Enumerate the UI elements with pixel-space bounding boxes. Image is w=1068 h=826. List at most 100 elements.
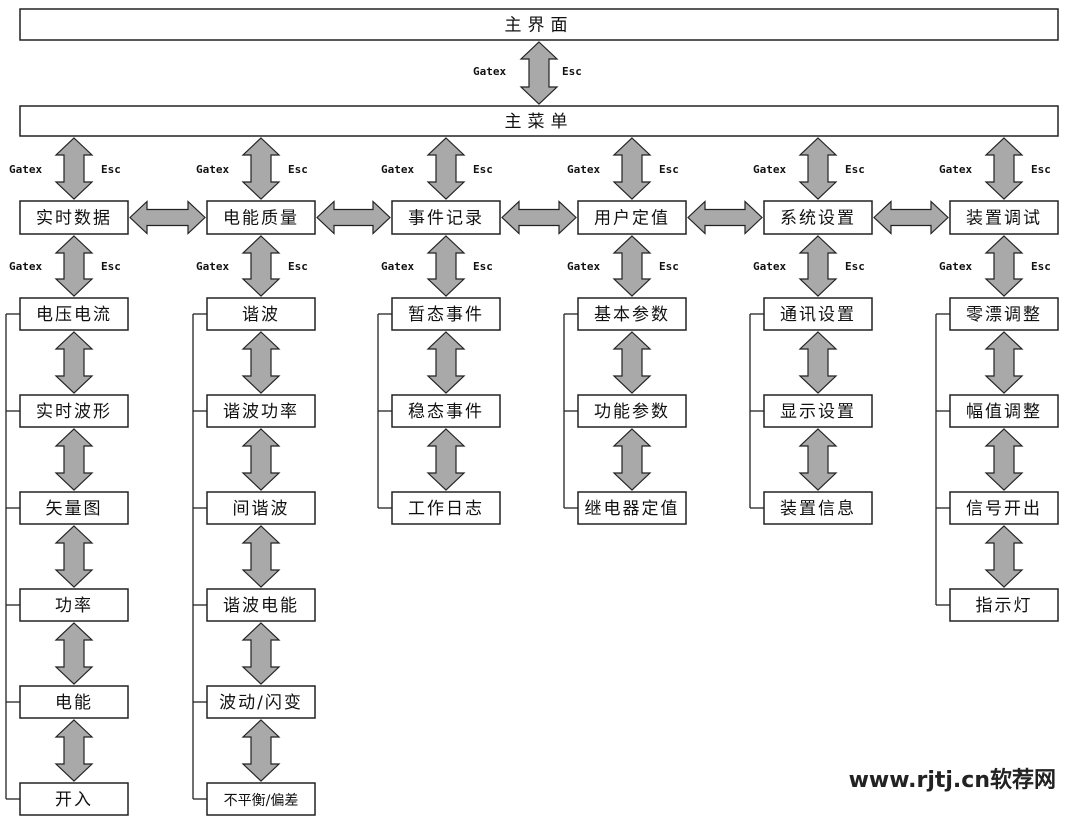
- arrow-category-link-1: [129, 200, 206, 235]
- arrow-category-link-5: [873, 200, 949, 235]
- arrow-between-items: [54, 331, 94, 394]
- arrow-category-to-item-1: [54, 235, 94, 297]
- arrow-between-items: [612, 428, 652, 491]
- category-box-5-label: 系统设置: [780, 209, 856, 229]
- submenu-item: 间谐波: [206, 491, 316, 525]
- label-esc-col6-top: Esc: [1031, 163, 1051, 176]
- submenu-item-frame: [391, 491, 501, 525]
- submenu-item-frame: [949, 588, 1059, 622]
- main-menu-bar-frame: [19, 105, 1059, 137]
- arrow-category-link-2: [316, 200, 391, 235]
- arrow-menu-to-category-5: [798, 137, 838, 200]
- arrow-category-to-item-3: [426, 235, 466, 297]
- arrow-between-items: [54, 719, 94, 782]
- label-esc-col4-top: Esc: [659, 163, 679, 176]
- label-gatex-col6-mid: Gatex: [939, 260, 972, 273]
- arrow-between-items: [984, 331, 1024, 394]
- submenu-item: 信号开出: [949, 491, 1059, 525]
- arrow-menu-to-category-2: [241, 137, 281, 200]
- submenu-item: 不平衡/偏差: [206, 782, 316, 816]
- submenu-item-frame: [577, 491, 687, 525]
- label-gatex-col1-mid: Gatex: [9, 260, 42, 273]
- submenu-item-frame: [19, 394, 129, 428]
- arrow-between-items: [984, 525, 1024, 588]
- submenu-item-frame: [206, 782, 316, 816]
- submenu-item-label: 谐波: [242, 305, 280, 325]
- submenu-item: 装置信息: [763, 491, 873, 525]
- arrow-between-items: [612, 331, 652, 394]
- submenu-item: 暂态事件: [391, 297, 501, 331]
- category-box-2-frame: [206, 200, 316, 235]
- category-box-6: 装置调试: [949, 200, 1059, 235]
- submenu-item-frame: [206, 491, 316, 525]
- submenu-item-label: 装置信息: [780, 499, 856, 519]
- arrow-menu-to-category-3: [426, 137, 466, 200]
- submenu-item-label: 电能: [55, 693, 93, 713]
- label-gatex-col6-top: Gatex: [939, 163, 972, 176]
- arrow-category-to-item-6: [984, 235, 1024, 297]
- category-box-5-frame: [763, 200, 873, 235]
- arrow-category-link-3: [501, 200, 577, 235]
- submenu-item: 基本参数: [577, 297, 687, 331]
- arrow-between-items: [798, 331, 838, 394]
- arrow-between-items: [798, 428, 838, 491]
- arrow-category-to-item-2: [241, 235, 281, 297]
- label-gatex-col5-mid: Gatex: [753, 260, 786, 273]
- category-box-2-label: 电能质量: [223, 209, 299, 229]
- category-box-1-frame: [19, 200, 129, 235]
- label-gatex-main: Gatex: [473, 65, 506, 78]
- submenu-item-label: 通讯设置: [780, 305, 856, 325]
- submenu-item: 开入: [19, 782, 129, 816]
- submenu-item-frame: [391, 297, 501, 331]
- main-interface-bar-label: 主界面: [505, 16, 574, 36]
- submenu-item-label: 幅值调整: [966, 402, 1042, 422]
- submenu-item-label: 实时波形: [36, 402, 112, 422]
- submenu-item-label: 谐波功率: [223, 402, 299, 422]
- submenu-item: 电能: [19, 685, 129, 719]
- submenu-item-frame: [19, 491, 129, 525]
- submenu-item: 谐波电能: [206, 588, 316, 622]
- arrow-menu-to-category-4: [612, 137, 652, 200]
- submenu-item-label: 信号开出: [966, 499, 1042, 519]
- category-box-6-label: 装置调试: [966, 209, 1042, 229]
- category-box-4-label: 用户定值: [594, 209, 670, 229]
- label-gatex-col3-top: Gatex: [381, 163, 414, 176]
- label-esc-col6-mid: Esc: [1031, 260, 1051, 273]
- submenu-item: 波动/闪变: [206, 685, 316, 719]
- main-menu-bar-label: 主菜单: [505, 112, 574, 132]
- submenu-item: 工作日志: [391, 491, 501, 525]
- submenu-item-frame: [206, 394, 316, 428]
- submenu-item-label: 间谐波: [233, 499, 290, 519]
- submenu-item-frame: [206, 297, 316, 331]
- submenu-item-label: 稳态事件: [408, 402, 484, 422]
- category-box-5: 系统设置: [763, 200, 873, 235]
- submenu-item-frame: [577, 297, 687, 331]
- label-esc-main: Esc: [562, 65, 582, 78]
- submenu-item-label: 矢量图: [46, 499, 103, 519]
- submenu-item: 功率: [19, 588, 129, 622]
- submenu-item-frame: [949, 491, 1059, 525]
- arrow-between-items: [54, 428, 94, 491]
- submenu-item-frame: [763, 491, 873, 525]
- submenu-item-label: 波动/闪变: [219, 693, 303, 713]
- submenu-item-label: 零漂调整: [966, 305, 1042, 325]
- category-box-3-label: 事件记录: [408, 209, 484, 229]
- category-box-4-frame: [577, 200, 687, 235]
- label-esc-col1-top: Esc: [101, 163, 121, 176]
- submenu-item: 谐波: [206, 297, 316, 331]
- submenu-item: 通讯设置: [763, 297, 873, 331]
- submenu-item: 功能参数: [577, 394, 687, 428]
- label-gatex-col4-top: Gatex: [567, 163, 600, 176]
- arrow-between-items: [984, 428, 1024, 491]
- label-esc-col5-mid: Esc: [845, 260, 865, 273]
- submenu-item: 实时波形: [19, 394, 129, 428]
- submenu-item-label: 谐波电能: [223, 596, 299, 616]
- submenu-item-label: 不平衡/偏差: [224, 793, 299, 809]
- arrow-between-items: [54, 525, 94, 588]
- submenu-item-label: 指示灯: [976, 596, 1033, 616]
- label-gatex-col5-top: Gatex: [753, 163, 786, 176]
- submenu-item: 零漂调整: [949, 297, 1059, 331]
- category-box-3: 事件记录: [391, 200, 501, 235]
- submenu-item-frame: [949, 297, 1059, 331]
- submenu-item-label: 开入: [55, 790, 93, 810]
